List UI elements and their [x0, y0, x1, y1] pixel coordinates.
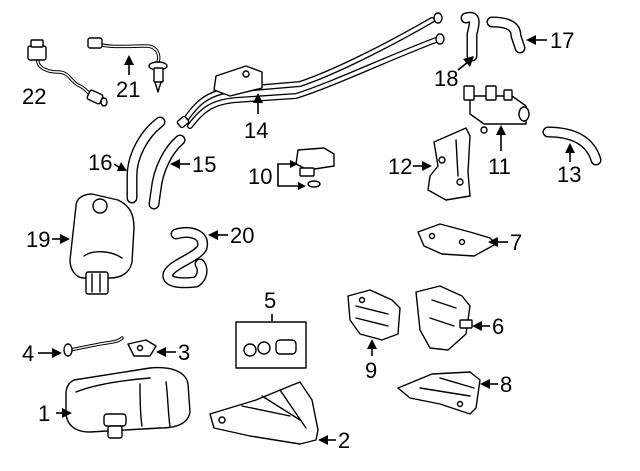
part-13-hose — [542, 126, 602, 166]
part-5-repair-kit — [235, 321, 307, 369]
part-12-bracket — [427, 127, 471, 201]
callout-20: 20 — [230, 223, 254, 248]
callout-16: 16 — [88, 150, 112, 175]
callout-18: 18 — [434, 66, 458, 91]
part-14-vapor-pipe-assembly — [176, 12, 445, 129]
callout-22: 22 — [22, 84, 46, 109]
callout-19: 19 — [26, 227, 50, 252]
callout-1: 1 — [38, 401, 50, 426]
callout-14: 14 — [244, 118, 268, 143]
part-7-heat-shield — [417, 223, 497, 257]
callout-21: 21 — [116, 77, 140, 102]
callout-10: 10 — [248, 164, 272, 189]
part-9-bracket — [347, 289, 401, 341]
part-6-bracket — [415, 285, 473, 351]
part-15-hose — [148, 134, 186, 210]
part-21-oxygen-sensor — [87, 37, 168, 93]
callout-3: 3 — [178, 340, 190, 365]
callout-17: 17 — [550, 28, 574, 53]
part-11-purge-valve — [463, 85, 530, 134]
callout-4: 4 — [22, 341, 34, 366]
callout-2: 2 — [338, 428, 350, 453]
part-1-charcoal-canister — [65, 366, 191, 439]
callout-6: 6 — [492, 314, 504, 339]
part-8-skid-plate — [397, 371, 481, 415]
part-2-guard-plate — [209, 381, 319, 445]
callout-11: 11 — [488, 154, 511, 179]
callout-12: 12 — [388, 154, 412, 179]
part-20-hose — [162, 227, 209, 289]
part-3-clip — [127, 339, 157, 357]
part-19-vapor-canister — [69, 193, 135, 295]
callout-9: 9 — [365, 358, 377, 383]
callout-8: 8 — [500, 372, 512, 397]
part-22-sensor-harness — [27, 39, 108, 107]
part-10-pressure-sensor — [295, 147, 335, 188]
part-17-hose — [486, 16, 526, 54]
part-18-hose — [460, 11, 480, 62]
callout-7: 7 — [510, 230, 522, 255]
part-4-hose-fitting — [63, 336, 124, 357]
callout-13: 13 — [557, 162, 581, 187]
callout-5: 5 — [264, 288, 276, 313]
part-16-hose — [126, 116, 166, 204]
callout-15: 15 — [192, 152, 216, 177]
